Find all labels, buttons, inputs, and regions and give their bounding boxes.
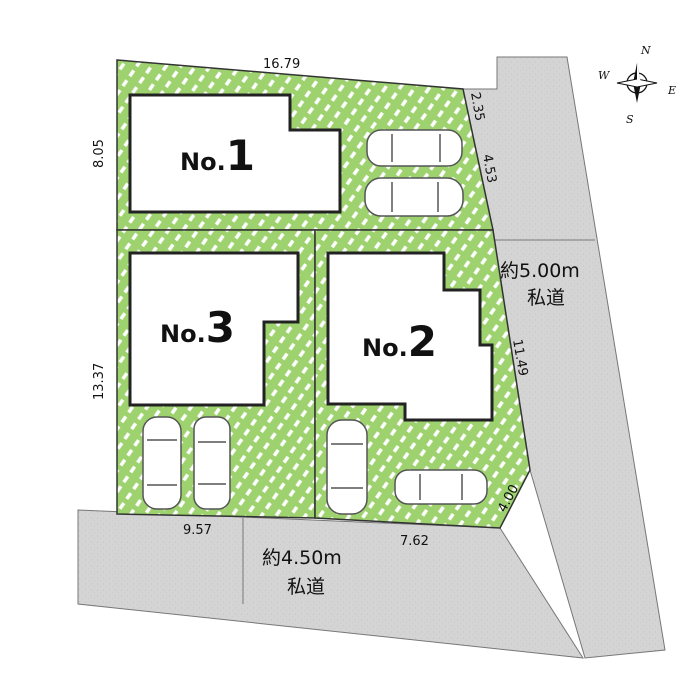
south-road-name: 私道 — [287, 576, 325, 598]
east-road-name: 私道 — [527, 287, 565, 309]
dim-bottom-right: 7.62 — [400, 534, 429, 549]
building-2 — [326, 251, 494, 422]
compass-south: S — [626, 113, 634, 126]
dim-left-lower: 13.37 — [92, 363, 107, 400]
compass-east: E — [667, 84, 676, 97]
car-icon — [366, 129, 463, 167]
compass-icon: N S W E — [598, 44, 676, 126]
car-icon — [364, 177, 464, 217]
compass-west: W — [598, 69, 611, 82]
building-3 — [128, 251, 300, 407]
car-icon — [193, 416, 231, 510]
dim-right-upper: 4.53 — [479, 153, 499, 184]
car-icon — [394, 469, 488, 505]
car-icon — [326, 419, 368, 515]
car-icon — [142, 416, 182, 510]
building-1 — [128, 93, 342, 214]
dim-bottom-left: 9.57 — [183, 523, 212, 538]
east-road — [462, 56, 666, 659]
dim-top: 16.79 — [263, 57, 300, 72]
south-road-width: 約4.50m — [262, 547, 342, 569]
dim-right-long: 11.49 — [509, 338, 530, 377]
dim-right-small: 2.35 — [467, 91, 487, 122]
lot-3-label: No.3 — [160, 303, 235, 352]
lot-1-label: No.1 — [180, 131, 255, 180]
south-road — [77, 509, 584, 659]
east-road-width: 約5.00m — [500, 260, 580, 282]
compass-north: N — [640, 44, 651, 57]
dim-left-upper: 8.05 — [92, 139, 107, 168]
lot-2-label: No.2 — [362, 317, 437, 366]
